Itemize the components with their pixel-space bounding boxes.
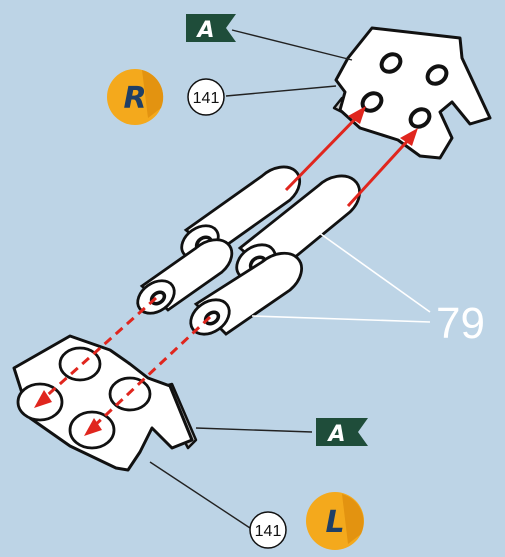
plate-right-face: [334, 26, 492, 160]
arrows-to-plate-right: [284, 106, 418, 208]
part-number-circle-bottom: [249, 511, 287, 549]
part-letter-flag-top: A: [186, 14, 236, 43]
leader-flag-top: [231, 29, 353, 61]
part-number-circle-top: [187, 78, 225, 116]
part-number-top: 141: [187, 78, 225, 116]
arrowhead-upper-2: [400, 128, 418, 146]
pennant-flag-icon: [186, 14, 236, 42]
leader-callout-2: [251, 315, 431, 323]
part-letter-flag-bottom: A: [316, 418, 368, 447]
badge-shadow: [142, 70, 164, 118]
flag-letter-top: A: [195, 18, 214, 43]
bracket-plate-right: [332, 26, 492, 160]
cylinder-front-right: [189, 251, 303, 336]
leader-part-top: [225, 85, 337, 97]
plate-left-boss-1: [58, 346, 102, 382]
badge-shadow: [342, 494, 364, 544]
callout-part-number: 79: [436, 299, 485, 348]
cylinder-group: [136, 165, 361, 336]
side-badge-right: R: [107, 69, 164, 125]
arrows-to-plate-left: [34, 296, 212, 436]
arrow-lower-1: [40, 296, 158, 402]
arrow-lower-2: [90, 315, 212, 430]
arrow-upper-2: [346, 134, 414, 208]
plate-left-face: [12, 334, 194, 472]
part-number-text-top: 141: [193, 90, 220, 107]
part-number-bottom: 141: [249, 511, 287, 549]
plate-right-hole-4: [408, 107, 432, 129]
cylinder-front-left: [136, 238, 234, 315]
plate-right-hole-1: [379, 52, 403, 74]
arrowhead-lower-2: [84, 418, 102, 436]
pennant-flag-icon: [316, 418, 368, 446]
arrowhead-upper-1: [348, 106, 366, 124]
leader-part-bottom: [149, 461, 251, 529]
leader-flag-bottom: [195, 427, 313, 433]
side-badge-left: L: [306, 492, 364, 550]
badge-letter-right: R: [123, 81, 146, 116]
badge-letter-left: L: [325, 505, 344, 540]
flag-letter-bottom: A: [326, 422, 345, 447]
plate-right-hole-2: [425, 64, 449, 86]
arrow-upper-1: [284, 112, 362, 192]
part-number-text-bottom: 141: [255, 523, 282, 540]
arrowhead-lower-1: [34, 390, 52, 408]
leader-callout-1: [317, 231, 431, 313]
